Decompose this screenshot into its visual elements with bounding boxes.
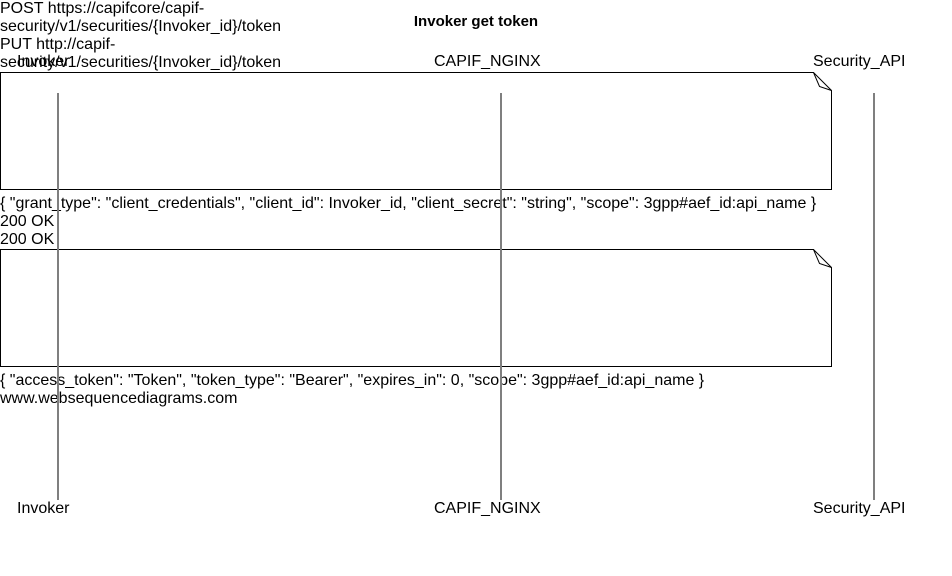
note-text: { "access_token": "Token", "token_type":… bbox=[0, 372, 705, 389]
lifeline-security-api bbox=[873, 93, 875, 500]
note-text: { "grant_type": "client_credentials", "c… bbox=[0, 195, 817, 212]
actor-box-security-api-bottom: Security_API bbox=[813, 500, 906, 517]
diagram-title: Invoker get token bbox=[413, 13, 539, 30]
actor-box-capif-nginx-top: CAPIF_NGINX bbox=[434, 53, 541, 70]
note-outline bbox=[0, 249, 832, 367]
message-200-ok-security-to-nginx: 200 OK bbox=[0, 213, 373, 231]
note-outline bbox=[0, 72, 832, 190]
message-label: 200 OK bbox=[0, 231, 55, 248]
note-token-response-body: { "access_token": "Token", "token_type":… bbox=[0, 249, 952, 390]
message-put-token: PUT http://capif-security/v1/securities/… bbox=[0, 36, 373, 72]
note-token-request-body: { "grant_type": "client_credentials", "c… bbox=[0, 72, 952, 213]
note-text-wrap: { "access_token": "Token", "token_type":… bbox=[0, 372, 952, 390]
message-label: POST https://capifcore/capif-security/v1… bbox=[0, 0, 282, 35]
message-label: PUT http://capif-security/v1/securities/… bbox=[0, 36, 282, 71]
lifeline-invoker bbox=[57, 93, 59, 500]
lifeline-capif-nginx bbox=[500, 93, 502, 500]
watermark-url: www.websequencediagrams.com bbox=[0, 390, 238, 407]
actor-box-capif-nginx-bottom: CAPIF_NGINX bbox=[434, 500, 541, 517]
note-text-wrap: { "grant_type": "client_credentials", "c… bbox=[0, 195, 952, 213]
message-label: 200 OK bbox=[0, 213, 55, 230]
actor-box-security-api-top: Security_API bbox=[813, 53, 906, 70]
actor-box-invoker-top: Invoker bbox=[17, 53, 70, 70]
message-200-ok-nginx-to-invoker: 200 OK bbox=[0, 231, 443, 249]
actor-box-invoker-bottom: Invoker bbox=[17, 500, 70, 517]
message-post-token: POST https://capifcore/capif-security/v1… bbox=[0, 0, 443, 36]
